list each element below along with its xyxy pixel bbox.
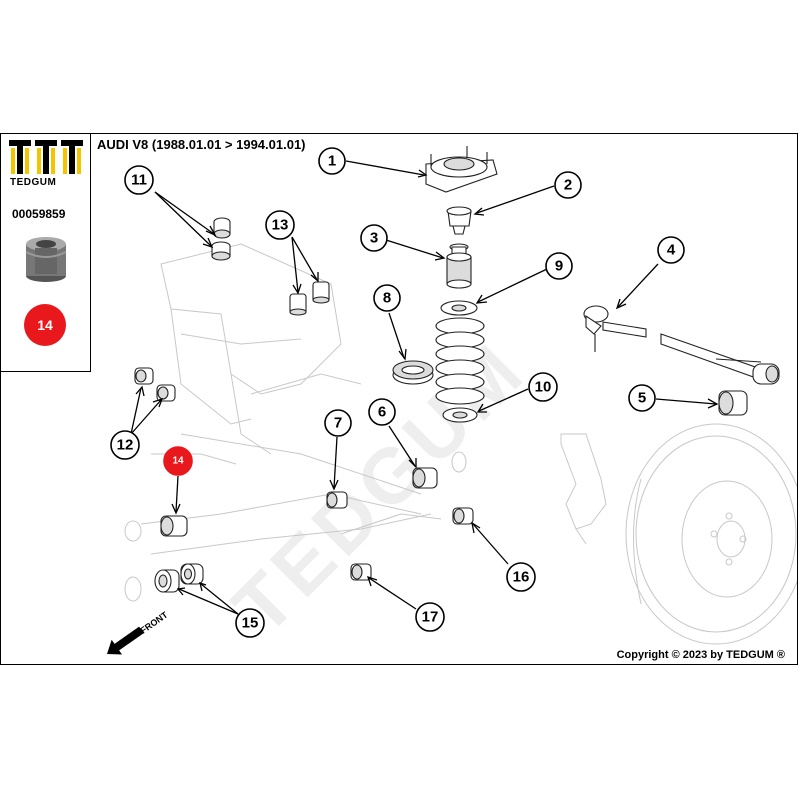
callout-12[interactable]: 12 (110, 430, 140, 460)
svg-text:9: 9 (555, 258, 563, 275)
tedgum-logo-icon (9, 140, 83, 174)
callout-11[interactable]: 11 (124, 165, 154, 195)
part-coil-spring (435, 317, 485, 405)
bushing-17 (350, 563, 372, 581)
part-link-rod (583, 305, 780, 385)
svg-text:14: 14 (172, 456, 184, 467)
part-lower-seat (442, 407, 478, 423)
callout-13[interactable]: 13 (265, 210, 295, 240)
bushing-14 (160, 515, 188, 537)
bushing-12 (134, 367, 176, 402)
svg-text:8: 8 (383, 290, 391, 307)
callout-16[interactable]: 16 (506, 562, 536, 592)
front-arrow-icon (107, 626, 144, 655)
leader-lines (130, 160, 719, 615)
part-spring-seat (440, 300, 478, 316)
ghost-wheel (625, 423, 797, 645)
svg-text:10: 10 (535, 379, 552, 396)
callout-7[interactable]: 7 (324, 409, 352, 437)
callout-4[interactable]: 4 (657, 236, 685, 264)
svg-text:11: 11 (131, 172, 147, 189)
ghost-subframe (124, 243, 607, 602)
diagram-frame: TEDGUM (0, 133, 798, 665)
svg-text:2: 2 (564, 177, 572, 194)
svg-text:7: 7 (334, 415, 342, 432)
part-number: 00059859 (12, 207, 66, 221)
callout-14-highlighted[interactable]: 14 (163, 446, 193, 476)
part-top-mount (425, 146, 498, 193)
svg-text:6: 6 (378, 404, 386, 421)
callout-15[interactable]: 15 (235, 608, 265, 638)
callout-8[interactable]: 8 (373, 284, 401, 312)
part-bump-stop (446, 206, 472, 235)
svg-text:12: 12 (117, 437, 134, 454)
vehicle-title: AUDI V8 (1988.01.01 > 1994.01.01) (97, 137, 306, 152)
svg-text:17: 17 (422, 609, 439, 626)
copyright-text: Copyright © 2023 by TEDGUM ® (616, 649, 785, 661)
callout-17[interactable]: 17 (415, 602, 445, 632)
bushing-11 (211, 217, 231, 261)
callout-2[interactable]: 2 (554, 171, 582, 199)
svg-text:13: 13 (272, 217, 289, 234)
watermark-text: TEDGUM (216, 324, 543, 651)
callout-6[interactable]: 6 (368, 398, 396, 426)
part-bearing (392, 360, 434, 385)
callout-10[interactable]: 10 (528, 372, 558, 402)
bushing-5 (718, 390, 748, 416)
bushing-13 (289, 281, 330, 316)
bushing-6 (412, 467, 438, 489)
suspension-diagram: TEDGUM (107, 146, 797, 655)
front-label: FRONT (138, 609, 170, 635)
bushing-7 (326, 491, 348, 509)
highlighted-part-badge: 14 (24, 304, 66, 346)
svg-text:4: 4 (667, 242, 676, 259)
svg-text:5: 5 (638, 390, 646, 407)
brand-name: TEDGUM (10, 177, 57, 188)
bushing-photo-icon (25, 237, 67, 282)
part-dust-cover (446, 243, 472, 289)
svg-text:1: 1 (328, 153, 336, 170)
bushing-15 (154, 563, 204, 593)
svg-text:16: 16 (513, 569, 530, 586)
callout-5[interactable]: 5 (628, 384, 656, 412)
svg-text:15: 15 (242, 615, 259, 632)
brand-sidebar: TEDGUM 00059859 14 (1, 134, 91, 372)
svg-text:3: 3 (370, 230, 378, 247)
callout-9[interactable]: 9 (545, 252, 573, 280)
callout-1[interactable]: 1 (318, 147, 346, 175)
bushing-16 (452, 507, 474, 525)
callout-3[interactable]: 3 (360, 224, 388, 252)
